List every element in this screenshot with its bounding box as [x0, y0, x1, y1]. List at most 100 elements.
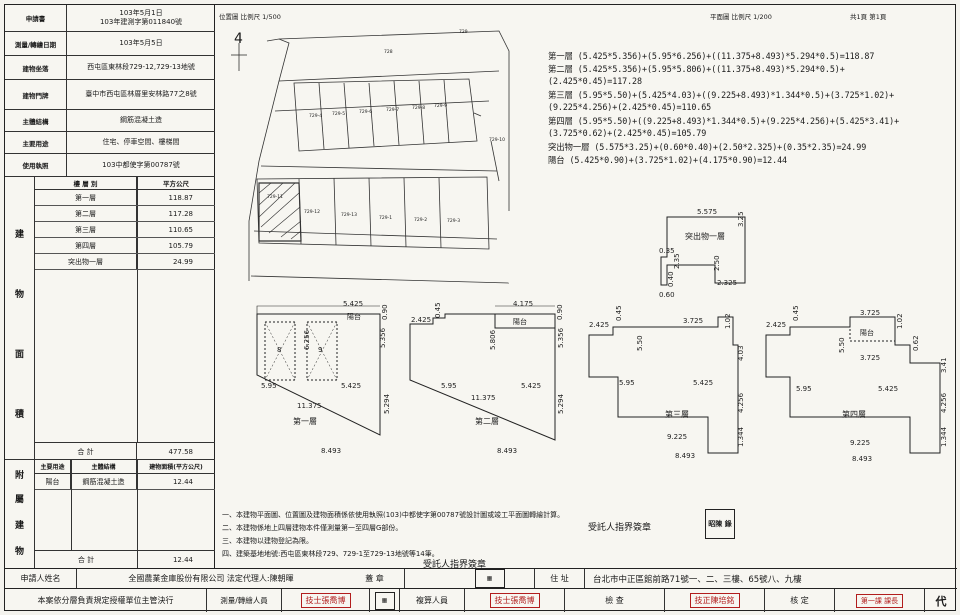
floor-plan-header: 平面圖 比例尺 1/200 [710, 13, 772, 21]
inspect-stamp-cell: 技正陳培銘 [665, 589, 765, 612]
side-char: 面 [15, 350, 25, 360]
floor2-plan: 4.175 陽台 0.90 2.425 0.45 5.806 5.356 5.9… [409, 300, 565, 455]
attached-use: 陽台 [35, 474, 71, 489]
total-label: 合 計 [77, 555, 95, 564]
row-value: 住宅、停車空間、樓梯間 [102, 138, 180, 146]
attached-total-row: 合 計 12.44 [35, 550, 215, 568]
surveyor-seal-icon: ▦ [374, 591, 395, 610]
row-license: 使用執照 103中都使字第00787號 [5, 154, 215, 177]
floor4-dim: 0.45 [792, 305, 800, 321]
floor3-dim: 4.256 [737, 392, 745, 413]
row-value: 鋼筋混凝土造 [120, 116, 162, 124]
header-sqm: 平方公尺 [163, 180, 189, 188]
floor4-dim: 5.95 [796, 385, 812, 393]
formula-balcony: 陽台 (5.425*0.90)+(3.725*1.02)+(4.175*0.90… [548, 155, 787, 165]
roof-plan: 5.575 3.25 突出物一層 0.35 2.35 0.40 0.60 2.5… [659, 208, 746, 299]
row-key: 建物坐落 [5, 56, 67, 79]
row-value: 103年5月5日 [119, 39, 163, 47]
total-value: 477.58 [168, 447, 194, 456]
surveyor-label: 測量/轉繪人員 [207, 589, 282, 612]
floor3-dim: 3.725 [683, 317, 703, 325]
surveyor-seal-cell: ▦ [370, 589, 400, 612]
svg-text:729-4: 729-4 [309, 113, 322, 119]
floor1-balcony: 陽台 [347, 312, 361, 321]
roof-dim: 3.25 [737, 211, 745, 227]
floor4-dim: 0.62 [912, 335, 920, 351]
attached-structure: 鋼筋混凝土造 [71, 474, 137, 489]
floor1-dim: 5.95 [261, 382, 277, 390]
floor3-dim: 5.425 [693, 379, 713, 387]
floor4-dim: 3.725 [860, 354, 880, 362]
formula-floor2: 第二層 (5.425*5.356)+(5.95*5.806)+((11.375+… [548, 64, 845, 74]
floor1-dim: 8 [277, 346, 281, 354]
floor4-dim: 3.41 [940, 357, 948, 373]
floor-sqm: 117.28 [168, 209, 194, 218]
inspect-label: 檢 查 [565, 589, 665, 612]
checker-label: 複算人員 [400, 589, 465, 612]
row-key: 測量/轉繪日期 [5, 32, 67, 55]
area-header: 樓 層 別 平方公尺 [35, 177, 215, 190]
floor1-title: 第一層 [293, 416, 317, 426]
header-structure: 主體結構 [71, 460, 137, 473]
floor2-dim: 0.45 [434, 302, 442, 318]
floor2-dim: 11.375 [471, 394, 496, 402]
row-key: 主體結構 [5, 110, 67, 131]
attached-row: 陽台 鋼筋混凝土造 12.44 [35, 474, 215, 490]
total-value: 12.44 [172, 555, 193, 564]
attached-area: 12.44 [172, 477, 193, 486]
formula-floor4-cont: (3.725*0.62)+(2.425*0.45)=105.79 [548, 128, 707, 138]
floor1-dim: 8.493 [321, 447, 341, 455]
side-char: 附 [15, 471, 25, 481]
floor-name: 突出物一層 [35, 254, 137, 269]
row-location: 建物坐落 西屯區東林段729-12,729-13地號 [5, 56, 215, 80]
floor1-dim: 5.294 [383, 393, 391, 414]
checker-stamp-cell: 技士張喬博 [465, 589, 565, 612]
floor2-dim: 0.90 [556, 304, 564, 320]
svg-text:729-10: 729-10 [489, 137, 505, 143]
floor1-dim: 5.425 [343, 300, 363, 308]
row-value: 西屯區東林段729-12,729-13地號 [87, 63, 195, 71]
floor1-dim: 9 [318, 346, 322, 354]
floor1-plan: 5.425 陽台 0.90 8 6.256 9 5.356 5.95 5.425… [256, 300, 391, 455]
roof-dim: 2.35 [673, 253, 681, 269]
approve-stamp: 第一課 課長 [855, 593, 904, 608]
surveyor-stamp-cell: 技士張喬博 [282, 589, 370, 612]
header-use: 主要用途 [35, 460, 71, 473]
row-structure: 主體結構 鋼筋混凝土造 [5, 110, 215, 132]
floor-sqm: 24.99 [172, 257, 193, 266]
total-label: 合 計 [35, 443, 137, 460]
area-side-label: 建 物 面 積 [5, 177, 35, 460]
floor3-dim: 2.425 [589, 321, 609, 329]
floor2-balcony: 陽台 [513, 317, 527, 326]
seal-label: 蓋 章 [345, 569, 405, 588]
roof-dim: 5.575 [697, 208, 717, 216]
floor2-dim: 5.425 [521, 382, 541, 390]
delegate-signature-label: 受託人指界簽章 [588, 523, 652, 533]
floor3-dim: 5.95 [619, 379, 635, 387]
svg-text:729-12: 729-12 [304, 209, 320, 215]
floor4-plan: 2.425 0.45 3.725 陽台 1.02 5.50 3.725 0.62… [765, 305, 948, 463]
roof-dim: 0.40 [667, 271, 675, 287]
row-key: 申請書 [5, 5, 67, 31]
svg-text:729-2: 729-2 [414, 217, 427, 223]
floor2-dim: 2.425 [411, 316, 431, 324]
floor3-dim: 1.02 [724, 313, 732, 329]
svg-text:728: 728 [384, 49, 393, 55]
svg-text:729-9: 729-9 [434, 103, 447, 109]
row-value: 103年5月1日 [119, 9, 163, 17]
svg-text:729-1: 729-1 [379, 215, 392, 221]
row-value: 103中都使字第00787號 [102, 160, 180, 169]
note-1: 一、本建物平面圖、位置圖及建物面積係依使用執照(103)中都使字第00787號設… [222, 511, 565, 519]
seal-area: ▦ [405, 569, 535, 588]
side-char: 物 [15, 290, 25, 300]
roof-title: 突出物一層 [685, 231, 725, 241]
row-address: 建物門牌 臺中市西屯區林厝里安林路77之8號 [5, 80, 215, 110]
floor3-title: 第三層 [665, 409, 689, 419]
row-key: 主要用途 [5, 132, 67, 153]
